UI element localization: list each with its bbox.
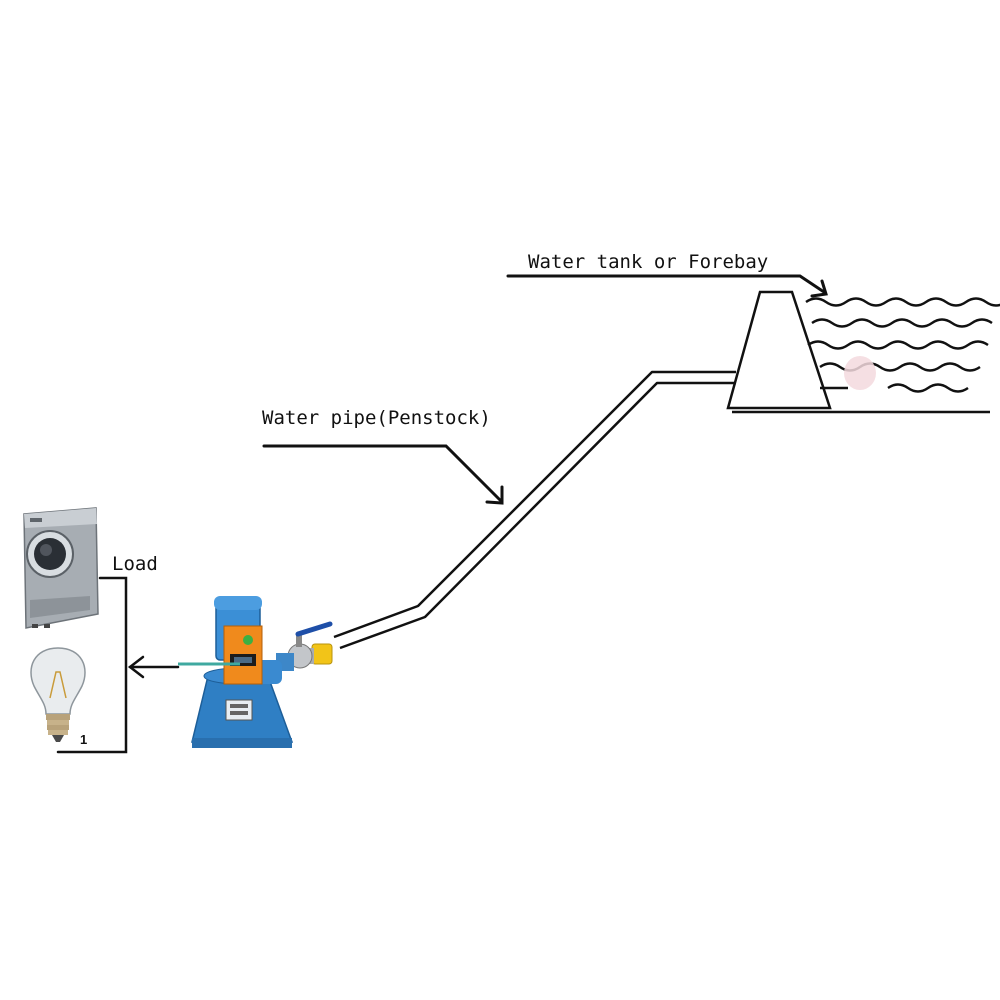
penstock-label: Water pipe(Penstock)	[262, 407, 491, 429]
light-bulb-icon	[30, 647, 86, 742]
water-waves	[805, 297, 1000, 393]
load-marker: 1	[80, 732, 87, 747]
penstock-arrow	[262, 444, 504, 505]
washing-machine-icon	[23, 507, 99, 629]
forebay-tank	[726, 290, 990, 414]
forebay-label: Water tank or Forebay	[528, 251, 768, 273]
water-marker	[844, 356, 876, 390]
turbine-generator-icon	[191, 596, 294, 748]
ball-valve-icon	[276, 621, 333, 671]
load-wiring	[56, 576, 180, 754]
load-label: Load	[112, 553, 158, 575]
penstock-pipe	[333, 370, 736, 650]
forebay-arrow	[506, 274, 828, 298]
